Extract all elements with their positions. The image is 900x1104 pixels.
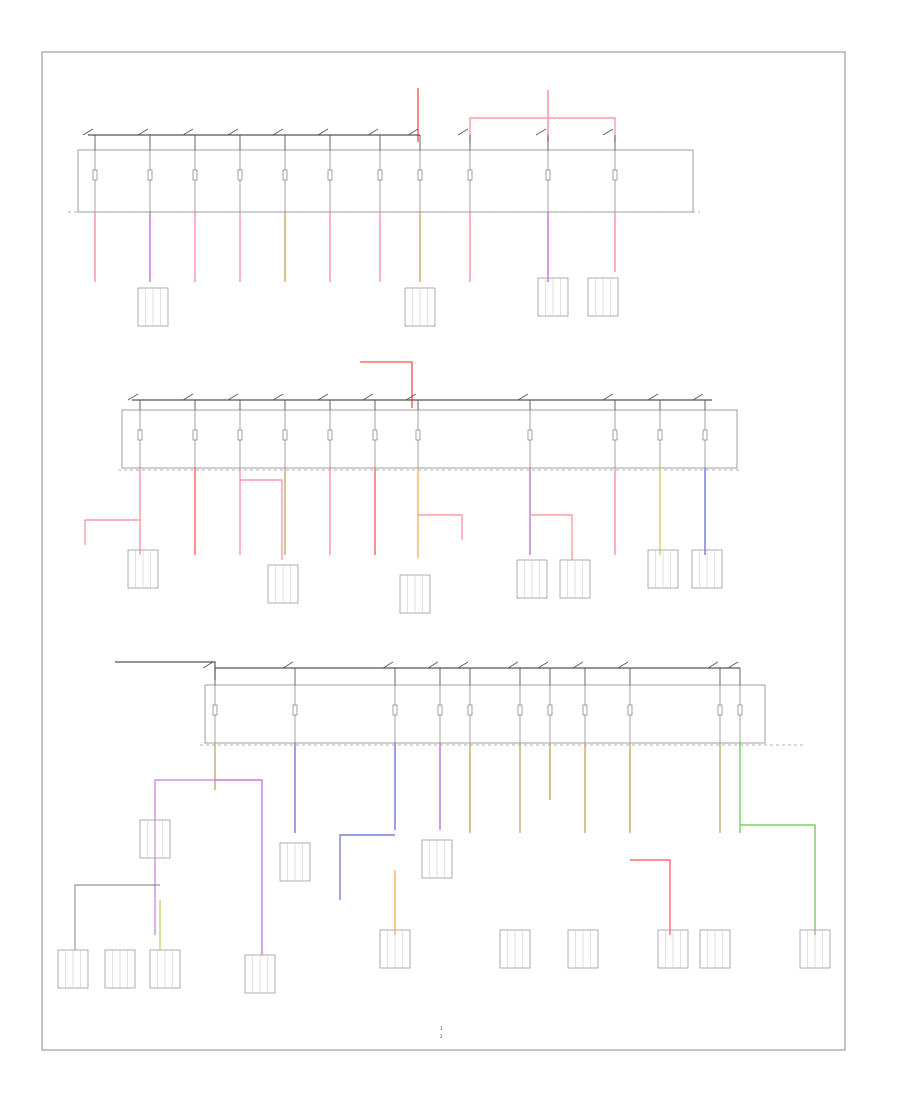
branch-wire	[240, 479, 283, 560]
bus-link	[227, 128, 239, 136]
fuse-symbol	[377, 169, 383, 181]
fuse-symbol	[582, 704, 588, 716]
bus-link	[272, 128, 284, 136]
branch-wire	[74, 884, 160, 950]
wire-group-3	[74, 743, 816, 955]
bus-link	[537, 661, 549, 669]
fuse-row-2	[127, 393, 708, 468]
branch-wire	[740, 824, 816, 935]
bus-link	[602, 128, 614, 136]
fuse-block-1	[68, 88, 700, 282]
fuse-symbol	[92, 169, 98, 181]
fuse-symbol	[137, 429, 143, 441]
fuse-symbol	[702, 429, 708, 441]
branch-wire	[418, 514, 463, 540]
fuse-symbol	[545, 169, 551, 181]
fuse-row-1	[82, 128, 618, 212]
fuse-symbol	[527, 429, 533, 441]
branch-wire	[339, 834, 395, 900]
bus-link	[692, 393, 704, 401]
fuse-symbol	[147, 169, 153, 181]
bus-link	[407, 128, 419, 136]
bus-link	[317, 128, 329, 136]
supply-wire-1c	[469, 117, 616, 142]
wire-group-1	[94, 212, 616, 282]
branch-wire	[630, 859, 671, 935]
fuse-symbol	[415, 429, 421, 441]
branch-wire	[530, 514, 573, 560]
bus-link	[727, 661, 739, 669]
connector-group	[57, 277, 831, 994]
fuse-symbol	[282, 429, 288, 441]
bus-link	[227, 393, 239, 401]
diagram-frame	[41, 51, 846, 1051]
branch-wire	[154, 779, 215, 935]
fuse-symbol	[612, 169, 618, 181]
bus-link	[182, 128, 194, 136]
bus-link	[82, 128, 94, 136]
notes: 1 2	[440, 1026, 443, 1039]
fuse-symbol	[612, 429, 618, 441]
bus-link	[507, 661, 519, 669]
note-2: 2	[440, 1034, 443, 1039]
bus-link	[137, 128, 149, 136]
branch-wire	[215, 779, 263, 955]
branch-wire	[84, 519, 140, 545]
fuse-box-1	[77, 149, 694, 213]
fuse-symbol	[627, 704, 633, 716]
fuse-symbol	[192, 429, 198, 441]
bus-link	[405, 393, 417, 401]
bus-link	[572, 661, 584, 669]
fuse-symbol	[467, 704, 473, 716]
fuse-row-3	[202, 661, 743, 743]
fuse-symbol	[192, 169, 198, 181]
fuse-block-3	[74, 661, 816, 955]
fuse-symbol	[282, 169, 288, 181]
fuse-symbol	[547, 704, 553, 716]
bus-link	[427, 661, 439, 669]
fuse-block-2	[84, 361, 740, 560]
fuse-box-2	[121, 409, 738, 469]
bus-link	[457, 661, 469, 669]
fuse-symbol	[467, 169, 473, 181]
supply-wire-3	[115, 661, 216, 680]
bus-link	[617, 661, 629, 669]
bus-link	[272, 393, 284, 401]
bus-link	[707, 661, 719, 669]
fuse-symbol	[392, 704, 398, 716]
bus-link	[362, 393, 374, 401]
bus-link	[647, 393, 659, 401]
bus-link	[382, 661, 394, 669]
bus-link	[367, 128, 379, 136]
bus-link	[317, 393, 329, 401]
fuse-symbol	[327, 169, 333, 181]
wire-group-2	[84, 468, 706, 560]
bus-link	[517, 393, 529, 401]
fuse-symbol	[212, 704, 218, 716]
note-1: 1	[440, 1026, 443, 1031]
fuse-symbol	[437, 704, 443, 716]
bus-link	[182, 393, 194, 401]
fuse-symbol	[237, 429, 243, 441]
supply-wire-2	[360, 361, 413, 408]
bus-link	[282, 661, 294, 669]
fuse-symbol	[717, 704, 723, 716]
fuse-box-3	[204, 684, 766, 744]
fuse-symbol	[327, 429, 333, 441]
fuse-symbol	[292, 704, 298, 716]
fuse-symbol	[237, 169, 243, 181]
bus-link	[202, 661, 214, 669]
bus-link	[127, 393, 139, 401]
fuse-symbol	[417, 169, 423, 181]
fuse-symbol	[517, 704, 523, 716]
bus-link	[457, 128, 469, 136]
bus-link	[602, 393, 614, 401]
bus-link	[535, 128, 547, 136]
fuse-symbol	[372, 429, 378, 441]
fuse-symbol	[737, 704, 743, 716]
fuse-symbol	[657, 429, 663, 441]
